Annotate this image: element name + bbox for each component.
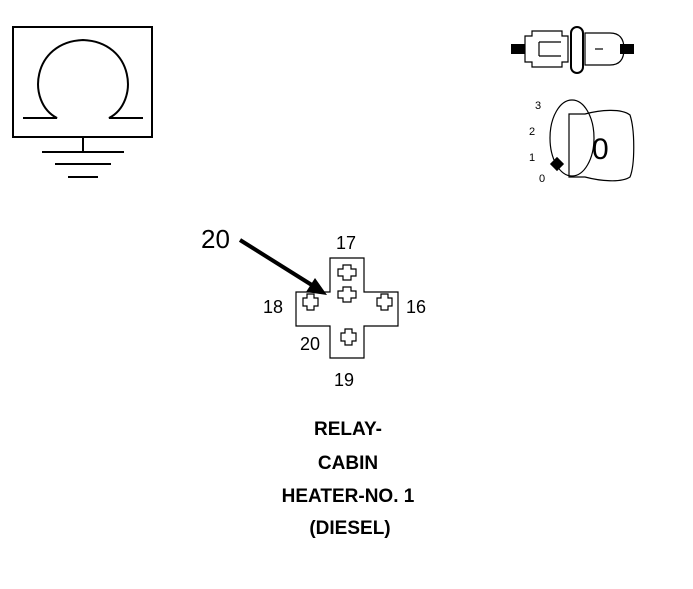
pin-label-19: 19 [334, 370, 354, 390]
terminal-20 [340, 328, 357, 346]
relay-title: RELAY- CABIN HEATER-NO. 1 (DIESEL) [282, 419, 415, 539]
title-line-4: (DIESEL) [309, 518, 390, 539]
key-position-1: 1 [529, 152, 535, 164]
callout-arrow [238, 238, 327, 295]
inline-connector-icon [511, 26, 634, 74]
title-line-3: HEATER-NO. 1 [282, 486, 415, 507]
omega-ground-icon [12, 26, 153, 178]
terminal-16 [376, 293, 393, 311]
terminal-17 [337, 264, 357, 281]
ignition-key-switch-icon: 3 2 1 0 0 [529, 99, 635, 185]
pin-label-17: 17 [336, 233, 356, 253]
terminal-center [337, 286, 357, 303]
callout-label: 20 [201, 224, 230, 254]
pin-label-16: 16 [406, 297, 426, 317]
key-label: 0 [592, 133, 609, 166]
pin-label-20: 20 [300, 334, 320, 354]
key-position-2: 2 [529, 126, 535, 138]
key-position-3: 3 [535, 100, 541, 112]
title-line-2: CABIN [318, 453, 378, 474]
key-position-0: 0 [539, 173, 545, 185]
pin-label-18: 18 [263, 297, 283, 317]
title-line-1: RELAY- [314, 419, 382, 440]
relay-connector [295, 257, 399, 359]
terminal-18 [302, 293, 319, 311]
